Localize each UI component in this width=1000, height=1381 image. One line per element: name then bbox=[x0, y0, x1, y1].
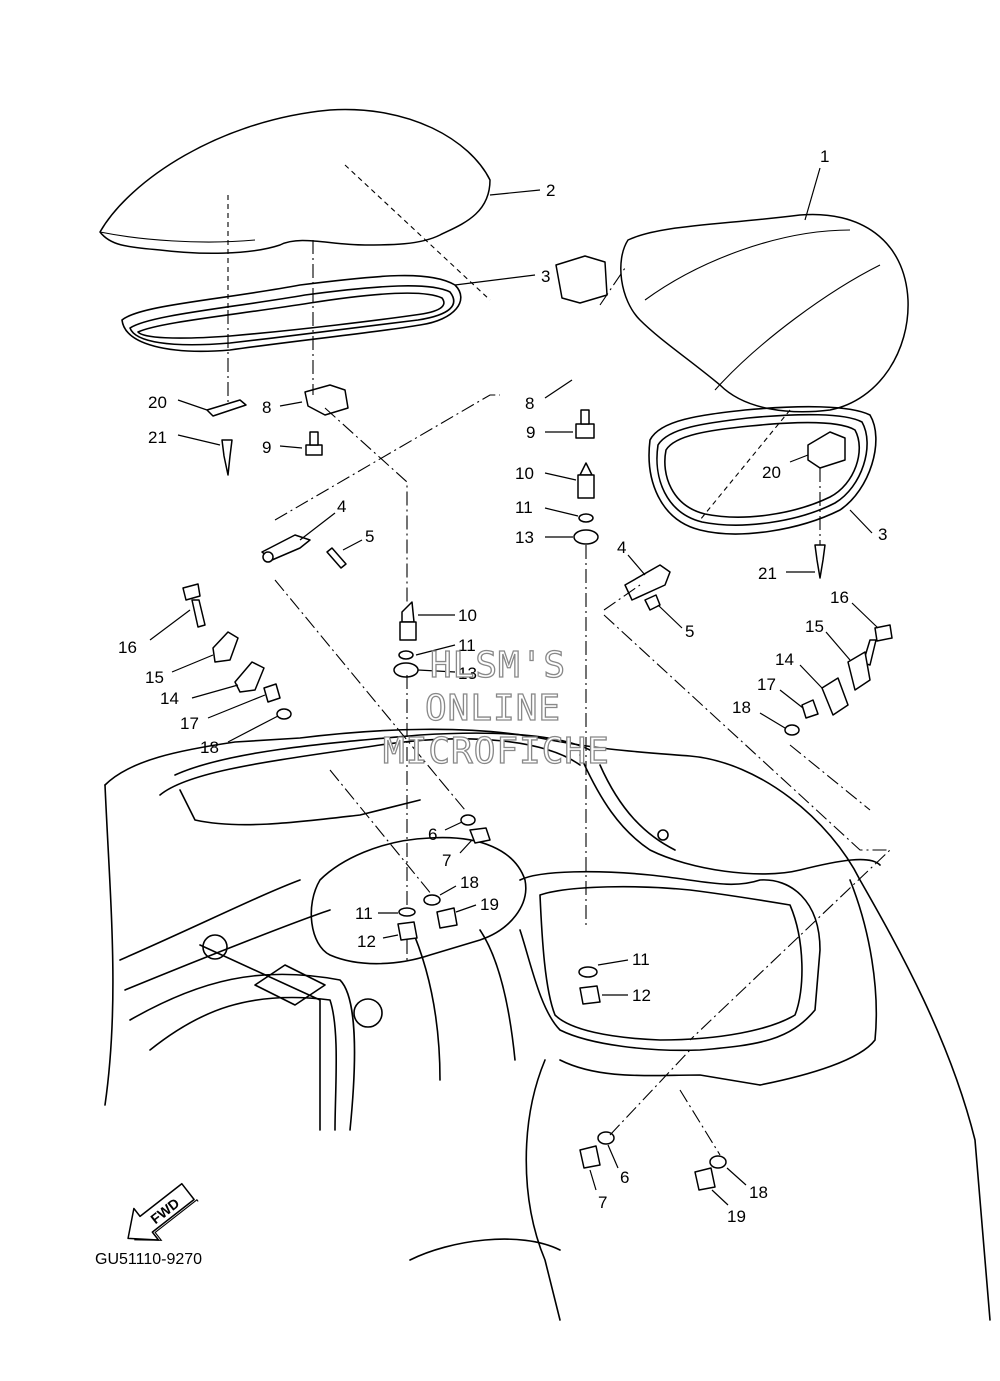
washer-18-center bbox=[423, 894, 441, 906]
nut-19-bottom bbox=[694, 1167, 716, 1191]
spacer-17-left bbox=[263, 683, 281, 703]
callout-21-right: 21 bbox=[758, 564, 777, 583]
seat-front bbox=[99, 108, 491, 310]
callout-4-left: 4 bbox=[337, 497, 346, 516]
screw-5-right bbox=[644, 594, 661, 611]
watermark-line-2: ONLINE bbox=[425, 688, 561, 729]
callout-8-left: 8 bbox=[262, 398, 271, 417]
callout-11-stern: 11 bbox=[632, 950, 650, 969]
bolt-16-left bbox=[182, 583, 201, 601]
callout-12-stern: 12 bbox=[632, 986, 651, 1005]
washer-11-stern bbox=[578, 966, 598, 978]
hook-14-left bbox=[234, 661, 265, 693]
callout-19-bottom: 19 bbox=[727, 1207, 746, 1226]
callout-9-left: 9 bbox=[262, 438, 271, 457]
stud-10-left bbox=[401, 601, 415, 623]
callout-17-right: 17 bbox=[757, 675, 776, 694]
callout-20-left: 20 bbox=[148, 393, 167, 412]
assembly-lines bbox=[227, 240, 892, 1156]
washer-6-center bbox=[460, 814, 476, 826]
callout-7-center: 7 bbox=[442, 851, 451, 870]
callout-18-left: 18 bbox=[200, 738, 219, 757]
nut-7-center bbox=[469, 827, 491, 844]
callout-11-center: 11 bbox=[355, 904, 373, 923]
washer-18-right bbox=[784, 724, 800, 736]
callout-13-right: 13 bbox=[515, 528, 534, 547]
callout-15-left: 15 bbox=[145, 668, 164, 687]
watermark: HLSM'S ONLINE MICROFICHE bbox=[382, 644, 610, 772]
watermark-line-1: HLSM'S bbox=[430, 645, 566, 686]
callout-4-right: 4 bbox=[617, 538, 626, 557]
nut-7-bottom bbox=[579, 1145, 601, 1169]
callout-11-left: 11 bbox=[458, 636, 476, 655]
bolt-9-right bbox=[575, 423, 595, 439]
callout-14-left: 14 bbox=[160, 689, 179, 708]
callout-9-right: 9 bbox=[526, 423, 535, 442]
spacer-17-right bbox=[801, 699, 819, 719]
watermark-line-3: MICROFICHE bbox=[383, 731, 610, 772]
bolt-9-front bbox=[305, 444, 323, 456]
bracket-8-right bbox=[555, 255, 608, 304]
callout-18-center: 18 bbox=[460, 873, 479, 892]
callout-14-right: 14 bbox=[775, 650, 794, 669]
callout-17-left: 17 bbox=[180, 714, 199, 733]
rivet-21-right bbox=[814, 544, 826, 579]
fwd-arrow: FWD bbox=[127, 1182, 199, 1241]
callout-8-right: 8 bbox=[525, 394, 534, 413]
callout-5-right: 5 bbox=[685, 622, 694, 641]
washer-13-left bbox=[393, 662, 419, 678]
callout-12-center: 12 bbox=[357, 932, 376, 951]
callout-16-right: 16 bbox=[830, 588, 849, 607]
callout-3-rear: 3 bbox=[878, 525, 887, 544]
bolt-16-right bbox=[874, 624, 893, 642]
callout-2: 2 bbox=[546, 181, 555, 200]
nut-12-stern bbox=[579, 985, 601, 1005]
washer-18-left bbox=[276, 708, 292, 720]
callout-21-left: 21 bbox=[148, 428, 167, 447]
bracket-20-right bbox=[807, 431, 846, 469]
washer-11-left bbox=[398, 650, 414, 660]
callout-18-right: 18 bbox=[732, 698, 751, 717]
callout-11-right: 11 bbox=[515, 498, 533, 517]
callout-20-right: 20 bbox=[762, 463, 781, 482]
seal-rear bbox=[648, 405, 877, 535]
hinge-4-right bbox=[624, 564, 671, 601]
callout-5-left: 5 bbox=[365, 527, 374, 546]
callout-15-right: 15 bbox=[805, 617, 824, 636]
washer-18-bottom bbox=[709, 1155, 727, 1169]
hook-14-right bbox=[821, 677, 849, 716]
stud-10-right bbox=[579, 462, 593, 476]
callout-6-center: 6 bbox=[428, 825, 437, 844]
washer-11-right bbox=[578, 513, 594, 523]
callout-13-left: 13 bbox=[458, 664, 477, 683]
screw-5-left bbox=[326, 547, 347, 569]
bracket-20-front bbox=[206, 399, 247, 417]
nut-19-center bbox=[436, 907, 458, 929]
callout-3-front: 3 bbox=[541, 267, 550, 286]
callouts: 1 2 3 3 4 4 5 5 6 6 7 7 8 8 9 9 10 bbox=[118, 147, 887, 1226]
clip-15-left bbox=[212, 631, 239, 663]
callout-10-left: 10 bbox=[458, 606, 477, 625]
seat-rear bbox=[620, 213, 909, 521]
nut-12-center bbox=[397, 921, 418, 941]
callout-10-right: 10 bbox=[515, 464, 534, 483]
washer-13-right bbox=[573, 529, 599, 545]
washer-11-center bbox=[398, 907, 416, 917]
seal-front bbox=[121, 274, 462, 353]
callout-19-center: 19 bbox=[480, 895, 499, 914]
bracket-8-front bbox=[304, 384, 349, 416]
clip-15-right bbox=[847, 651, 871, 691]
callout-7-bottom: 7 bbox=[598, 1193, 607, 1212]
callout-16-left: 16 bbox=[118, 638, 137, 657]
hull-deck bbox=[104, 728, 991, 1321]
part-code: GU51110-9270 bbox=[95, 1251, 202, 1268]
callout-1: 1 bbox=[820, 147, 829, 166]
rivet-21-front bbox=[221, 439, 233, 476]
callout-18-bottom: 18 bbox=[749, 1183, 768, 1202]
callout-6-bottom: 6 bbox=[620, 1168, 629, 1187]
